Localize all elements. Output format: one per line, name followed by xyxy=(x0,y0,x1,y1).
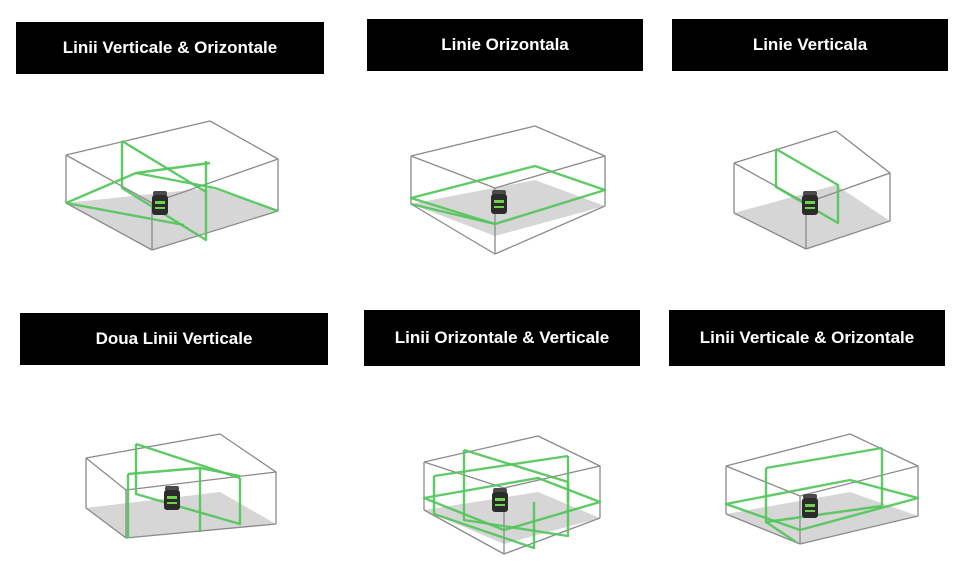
horizontal-laser-line xyxy=(409,164,607,226)
room-diagram xyxy=(65,120,279,251)
panel-title: Linie Verticala xyxy=(672,19,948,71)
vertical-laser-line xyxy=(764,448,884,524)
laser-level-device-icon xyxy=(802,494,818,518)
panel-title: Linii Orizontale & Verticale xyxy=(364,310,640,366)
panel-title: Linii Verticale & Orizontale xyxy=(16,22,324,74)
vertical-laser-line xyxy=(765,521,797,543)
room-diagram xyxy=(724,433,920,545)
room-floor xyxy=(424,492,600,544)
room-edges xyxy=(65,120,279,204)
laser-level-device-icon xyxy=(492,488,508,512)
room-floor xyxy=(726,492,918,544)
room-diagram xyxy=(409,125,607,255)
vertical-laser-line xyxy=(120,139,208,242)
vertical-laser-line xyxy=(432,476,536,550)
panel-title: Linii Verticale & Orizontale xyxy=(669,310,945,366)
vertical-laser-line xyxy=(774,147,840,225)
horizontal-laser-line xyxy=(422,476,602,532)
laser-level-device-icon xyxy=(491,190,507,214)
laser-level-device-icon xyxy=(164,486,180,510)
laser-level-device-icon xyxy=(152,191,168,215)
room-floor xyxy=(411,180,605,236)
room-floor xyxy=(86,492,276,538)
laser-level-device-icon xyxy=(802,191,818,215)
panel-title: Linie Orizontala xyxy=(367,19,643,71)
horizontal-laser-line xyxy=(410,202,496,226)
vertical-laser-line xyxy=(462,448,570,538)
vertical-laser-line xyxy=(765,446,883,470)
room-diagram xyxy=(422,435,602,555)
room-diagram xyxy=(85,433,277,539)
horizontal-laser-line xyxy=(135,171,279,213)
panel-title: Doua Linii Verticale xyxy=(20,313,328,365)
vertical-laser-line xyxy=(134,444,242,526)
room-floor xyxy=(734,185,890,249)
vertical-laser-line xyxy=(135,442,241,480)
vertical-laser-line xyxy=(433,454,569,478)
room-diagram xyxy=(733,130,891,250)
